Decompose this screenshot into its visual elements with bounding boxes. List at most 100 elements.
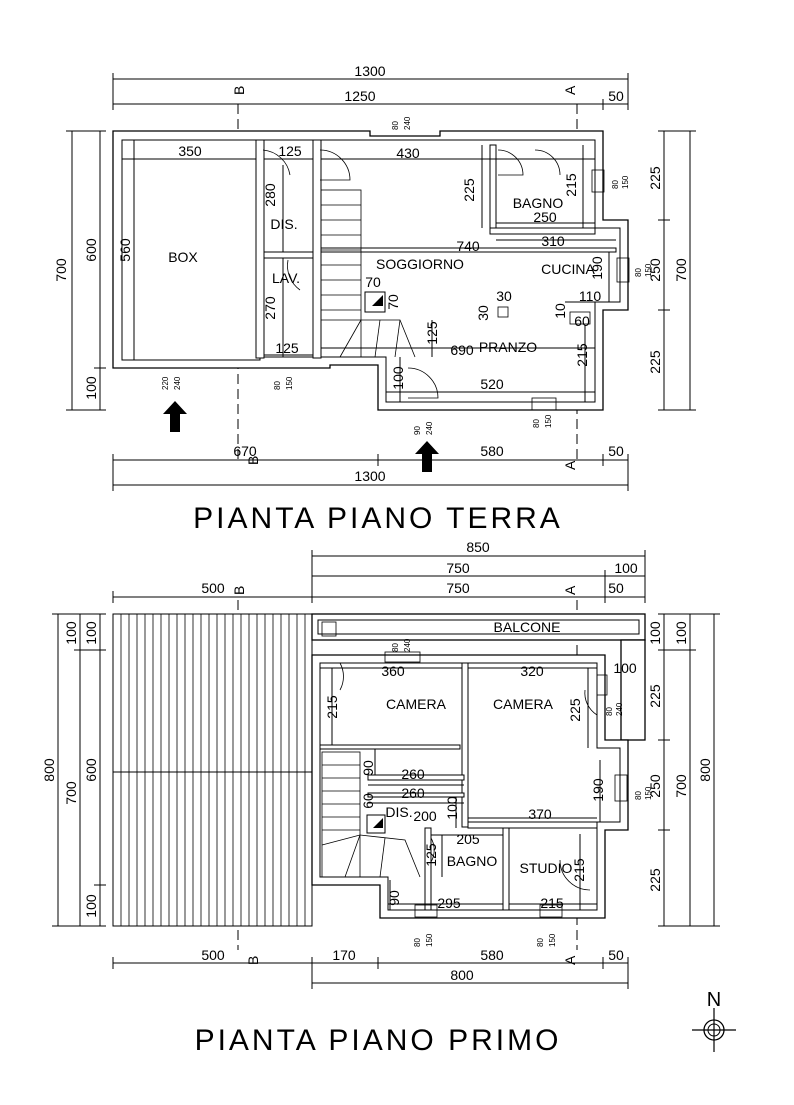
ground-bottom-dimensions (112, 454, 629, 491)
dim-30-h: 30 (496, 288, 512, 304)
door-soggiorno (319, 149, 351, 181)
dim-1300-top: 1300 (354, 63, 385, 79)
ground-floor-plan: 1300 1250 50 B A B A (53, 63, 696, 535)
dim-100-right-a: 100 (647, 621, 663, 645)
opening-80-240-top-h: 240 (403, 116, 412, 130)
door-lav (287, 259, 301, 291)
dim-320: 320 (520, 663, 544, 679)
dim-260-b: 260 (401, 785, 425, 801)
dim-100-top: 100 (614, 560, 638, 576)
dim-170: 170 (332, 947, 356, 963)
door-bagno-first (430, 837, 435, 863)
dim-60: 60 (574, 313, 590, 329)
wall-bagno-studio (502, 827, 510, 911)
wall-dis-mid (367, 792, 465, 798)
dim-800-left: 800 (41, 758, 57, 782)
entrance-arrow-box (163, 401, 187, 432)
section-a-top: A (562, 85, 578, 95)
room-bagno: BAGNO (513, 195, 564, 211)
opening-first-80-150-a-h: 150 (644, 786, 653, 800)
dim-520: 520 (480, 376, 504, 392)
section-b-top: B (231, 86, 247, 95)
dim-250: 250 (533, 209, 557, 225)
dim-250-right-first: 250 (647, 774, 663, 798)
balcone-inner (317, 619, 640, 635)
opening-80-150-cucina: 80 (634, 268, 643, 277)
room-soggiorno: SOGGIORNO (376, 256, 464, 272)
room-balcone: BALCONE (494, 619, 561, 635)
dim-100-left-a: 100 (63, 621, 79, 645)
ground-left-dimensions (66, 130, 106, 411)
dim-100-right-b: 100 (673, 621, 689, 645)
dim-1300-bottom: 1300 (354, 468, 385, 484)
opening-first-80-240-a-h: 240 (403, 638, 412, 652)
dim-370: 370 (528, 806, 552, 822)
dim-50-top: 50 (608, 88, 624, 104)
ground-top-dimensions (112, 73, 629, 110)
opening-80-150-cucina-h: 150 (644, 263, 653, 277)
opening-220-h: 240 (173, 376, 182, 390)
opening-80-150-lav: 80 (273, 381, 282, 390)
window-cucina (616, 257, 630, 283)
north-label: N (707, 989, 721, 1011)
opening-80-150-bagno: 80 (611, 180, 620, 189)
room-studio: STUDIO (520, 860, 573, 876)
dim-200: 200 (413, 808, 437, 824)
ground-stairs (320, 189, 416, 358)
kitchen-counter (569, 311, 591, 325)
dim-100-balcony: 100 (613, 660, 637, 676)
north-symbol: N (692, 989, 736, 1052)
ground-floor-title: PIANTA PIANO TERRA (193, 502, 563, 535)
first-left-dimensions (52, 613, 106, 927)
door-camera1 (339, 662, 344, 691)
first-stairs (321, 751, 421, 878)
dim-60-dis: 60 (360, 793, 376, 809)
dim-500-top: 500 (201, 580, 225, 596)
dim-100-left-c: 100 (83, 894, 99, 918)
opening-first-80-240-b-h: 240 (615, 702, 624, 716)
section-a-first-bottom: A (562, 955, 578, 965)
dim-70-v: 70 (385, 294, 401, 310)
dim-50-top-first: 50 (608, 580, 624, 596)
dim-600-left-first: 600 (83, 758, 99, 782)
opening-first-80-150-a: 80 (634, 791, 643, 800)
door-studio (559, 859, 591, 891)
dim-100-left: 100 (83, 376, 99, 400)
first-inner-dimension-lines (320, 667, 601, 910)
section-a-first-top: A (562, 585, 578, 595)
dim-225-right-top: 225 (647, 166, 663, 190)
first-right-dimensions (658, 613, 720, 927)
section-b-first-top: B (231, 586, 247, 595)
room-cucina: CUCINA (541, 261, 595, 277)
wall-bagno-left (424, 827, 432, 911)
dim-190: 190 (589, 256, 605, 280)
wall-stair-left (312, 139, 322, 359)
window-pranzo (531, 397, 557, 411)
dim-360: 360 (381, 663, 405, 679)
ground-right-dimensions (658, 130, 696, 411)
dim-125-mid: 125 (424, 321, 440, 345)
window-camera1 (384, 651, 421, 663)
room-lav: LAV. (272, 270, 300, 286)
dim-50-bottom: 50 (608, 443, 624, 459)
dim-225-right-bottom: 225 (647, 350, 663, 374)
section-b-first-bottom: B (245, 956, 261, 965)
dim-690: 690 (450, 342, 474, 358)
room-pranzo: PRANZO (479, 339, 537, 355)
wall-cameras (461, 662, 469, 828)
dim-225-right-first-a: 225 (647, 684, 663, 708)
dim-750-mid: 750 (446, 580, 470, 596)
dim-110: 110 (579, 288, 602, 304)
opening-first-80-150-c-h: 150 (548, 933, 557, 947)
dim-600-left: 600 (83, 238, 99, 262)
dim-280: 280 (262, 183, 278, 207)
dim-50-bottom-first: 50 (608, 947, 624, 963)
dim-500-bottom: 500 (201, 947, 225, 963)
opening-first-80-150-b-h: 150 (425, 933, 434, 947)
first-bottom-dimensions (112, 957, 629, 989)
dim-740: 740 (456, 238, 480, 254)
first-top-dimensions (112, 550, 646, 603)
wall-camera2-bottom (467, 821, 598, 829)
dim-90-dis: 90 (360, 760, 376, 776)
room-box: BOX (168, 249, 198, 265)
